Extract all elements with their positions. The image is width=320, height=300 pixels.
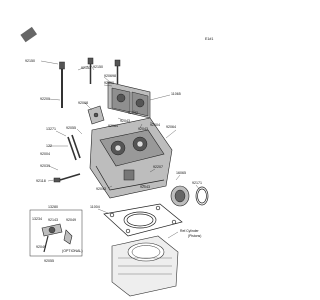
top-bolt-part — [87, 57, 121, 84]
intake-boot-part — [170, 185, 190, 207]
caption-line1: Ref.Cylinder — [180, 229, 200, 233]
label-11065: 11065 — [171, 92, 181, 96]
label-920698: 920698 — [104, 74, 116, 78]
caption-line2: (Pistons) — [188, 234, 201, 238]
label-92150b: 92150 — [93, 65, 103, 69]
clamp-part — [195, 186, 209, 206]
label-11004: 11004 — [90, 205, 100, 209]
label-92064b: 92064 — [108, 124, 118, 128]
label-92150: 92150 — [25, 59, 35, 63]
label-92064: 92064 — [166, 125, 176, 129]
long-bolt-part — [59, 61, 65, 108]
label-92068: 92068 — [78, 101, 88, 105]
label-92055b: 92055 — [44, 259, 54, 263]
label-92118: 92118 — [36, 179, 46, 183]
stud-parts — [53, 134, 81, 183]
head-gasket-part — [103, 203, 183, 237]
label-92150c: 92150 — [104, 81, 114, 85]
label-92043b: 92043 — [138, 127, 148, 131]
inset-box — [29, 209, 83, 257]
label-92153: 92153 — [81, 66, 91, 70]
label-92043: 92043 — [120, 119, 130, 123]
label-92207: 92207 — [153, 165, 163, 169]
cylinder-reference-part — [111, 235, 179, 297]
label-122: 122 — [46, 144, 52, 148]
label-13234: 13234 — [32, 217, 42, 221]
cylinder-head-part — [89, 117, 173, 199]
logo-icon — [20, 26, 38, 43]
figure-code: E1#1 — [205, 37, 213, 41]
label-92055: 92055 — [66, 126, 76, 130]
label-13271: 13271 — [46, 127, 56, 131]
label-92004: 92004 — [150, 123, 160, 127]
label-16065: 16065 — [176, 171, 186, 175]
label-92049: 92049 — [66, 218, 76, 222]
label-92004b: 92004 — [40, 152, 50, 156]
label-92043c: 92043 — [140, 185, 150, 189]
label-92043d: 92043 — [96, 187, 106, 191]
bracket-part — [87, 105, 105, 125]
leader-lines — [40, 60, 201, 239]
label-92049b: 92049 — [36, 245, 46, 249]
label-92042: 92042 — [128, 111, 138, 115]
label-optional: (OPTIONAL) — [62, 249, 83, 253]
label-92143: 92143 — [48, 218, 58, 222]
label-92200: 92200 — [40, 97, 50, 101]
camshaft-cap-assembly — [107, 81, 151, 119]
exploded-parts-diagram: E1#1 — [20, 26, 213, 297]
label-92039: 92039 — [40, 164, 50, 168]
label-92171: 92171 — [192, 181, 202, 185]
label-13280: 13280 — [48, 205, 58, 209]
